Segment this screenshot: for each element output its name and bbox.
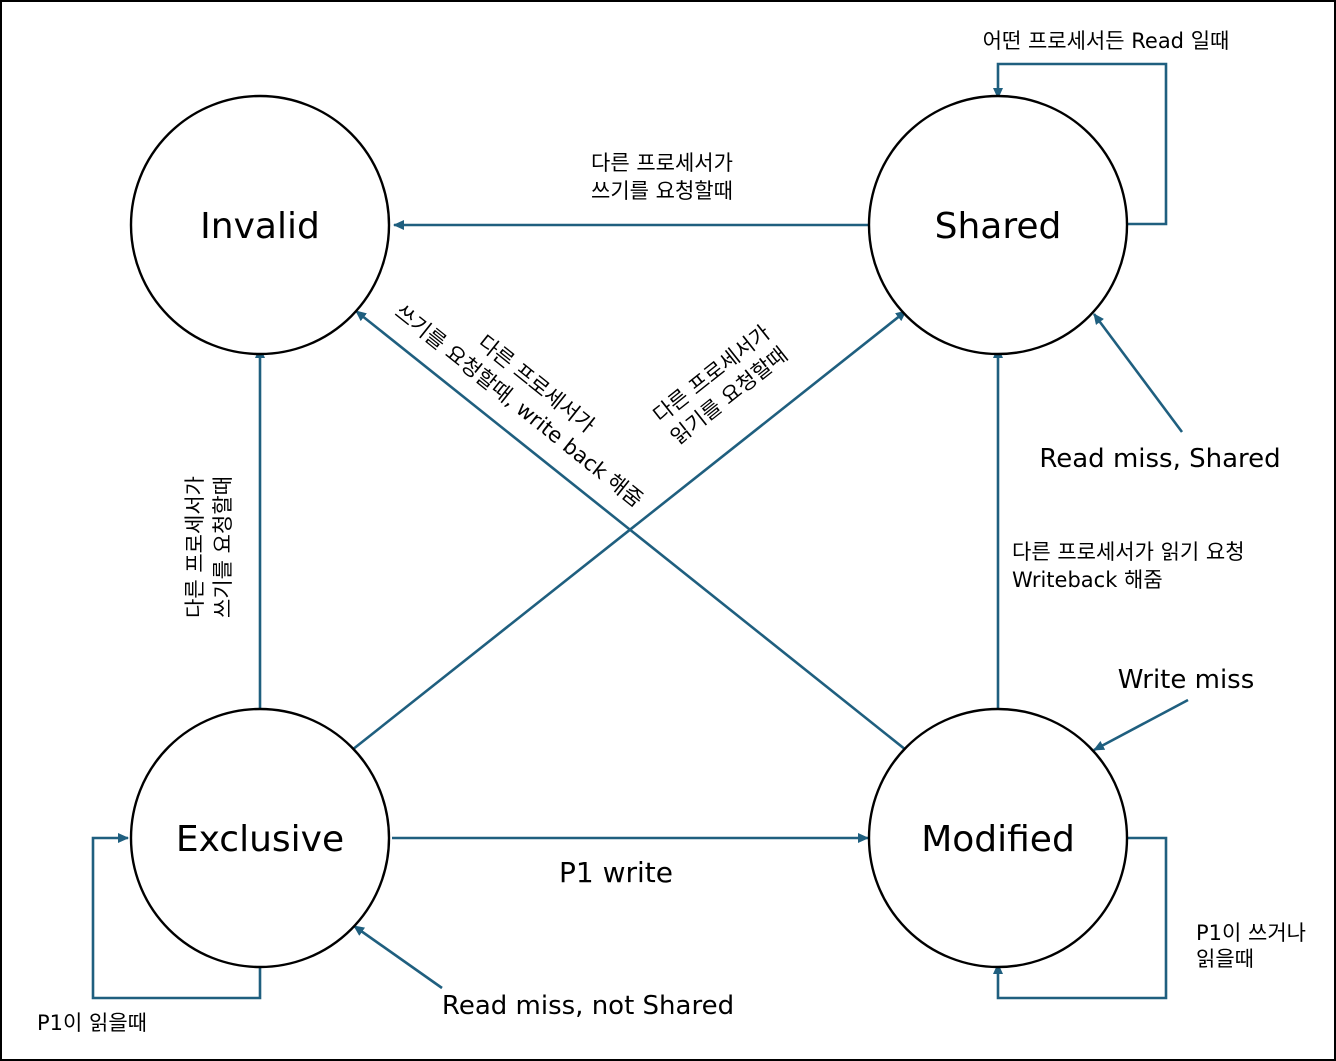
state-modified-label: Modified (921, 819, 1075, 860)
state-shared: Shared (867, 94, 1129, 356)
label-exclusive-to-invalid-1: 다른 프로세서가 (183, 476, 207, 618)
label-modified-to-invalid: 다른 프로세서가 쓰기를 요청할때, write back 해줌 (390, 300, 647, 512)
label-modified-self-2: 읽을때 (1196, 947, 1254, 971)
edge-entry-exclusive (353, 924, 443, 990)
state-exclusive-circle (129, 707, 391, 969)
edge-exclusive-to-shared (351, 309, 907, 752)
label-modified-to-shared-1: 다른 프로세서가 읽기 요청 (1012, 540, 1245, 564)
label-exclusive-entry: Read miss, not Shared (442, 991, 734, 1021)
label-shared-to-invalid-1: 다른 프로세서가 (591, 151, 733, 175)
label-exclusive-to-invalid: 다른 프로세서가 쓰기를 요청할때 (183, 476, 235, 618)
label-exclusive-self: P1이 읽을때 (37, 1011, 147, 1035)
label-exclusive-to-modified: P1 write (559, 856, 673, 889)
label-modified-to-invalid-2: 쓰기를 요청할때, write back 해줌 (390, 300, 647, 512)
state-modified-circle (867, 707, 1129, 969)
state-invalid-circle (129, 94, 391, 356)
edge-exclusive-self-loop (91, 833, 262, 1000)
label-modified-self-1: P1이 쓰거나 (1196, 921, 1306, 945)
state-exclusive: Exclusive (129, 707, 391, 969)
label-modified-to-shared-2: Writeback 해줌 (1012, 568, 1163, 592)
state-shared-label: Shared (935, 206, 1062, 247)
label-exclusive-to-invalid-2: 쓰기를 요청할때 (211, 476, 235, 618)
state-invalid-label: Invalid (200, 206, 320, 247)
label-modified-entry: Write miss (1118, 665, 1255, 695)
state-invalid: Invalid (129, 94, 391, 356)
edge-modified-self-loop (993, 836, 1168, 1000)
label-shared-to-invalid-2: 쓰기를 요청할때 (591, 179, 733, 203)
label-shared-self: 어떤 프로세서든 Read 일때 (983, 29, 1230, 53)
state-modified: Modified (867, 707, 1129, 969)
state-exclusive-label: Exclusive (176, 819, 344, 860)
edge-shared-self-loop (993, 62, 1168, 226)
edge-entry-modified (1093, 698, 1189, 752)
label-exclusive-to-shared: 다른 프로세서가 읽기를 요청할때 (649, 320, 793, 449)
state-shared-circle (867, 94, 1129, 356)
edge-entry-shared (1092, 313, 1184, 433)
label-shared-entry: Read miss, Shared (1039, 444, 1280, 474)
